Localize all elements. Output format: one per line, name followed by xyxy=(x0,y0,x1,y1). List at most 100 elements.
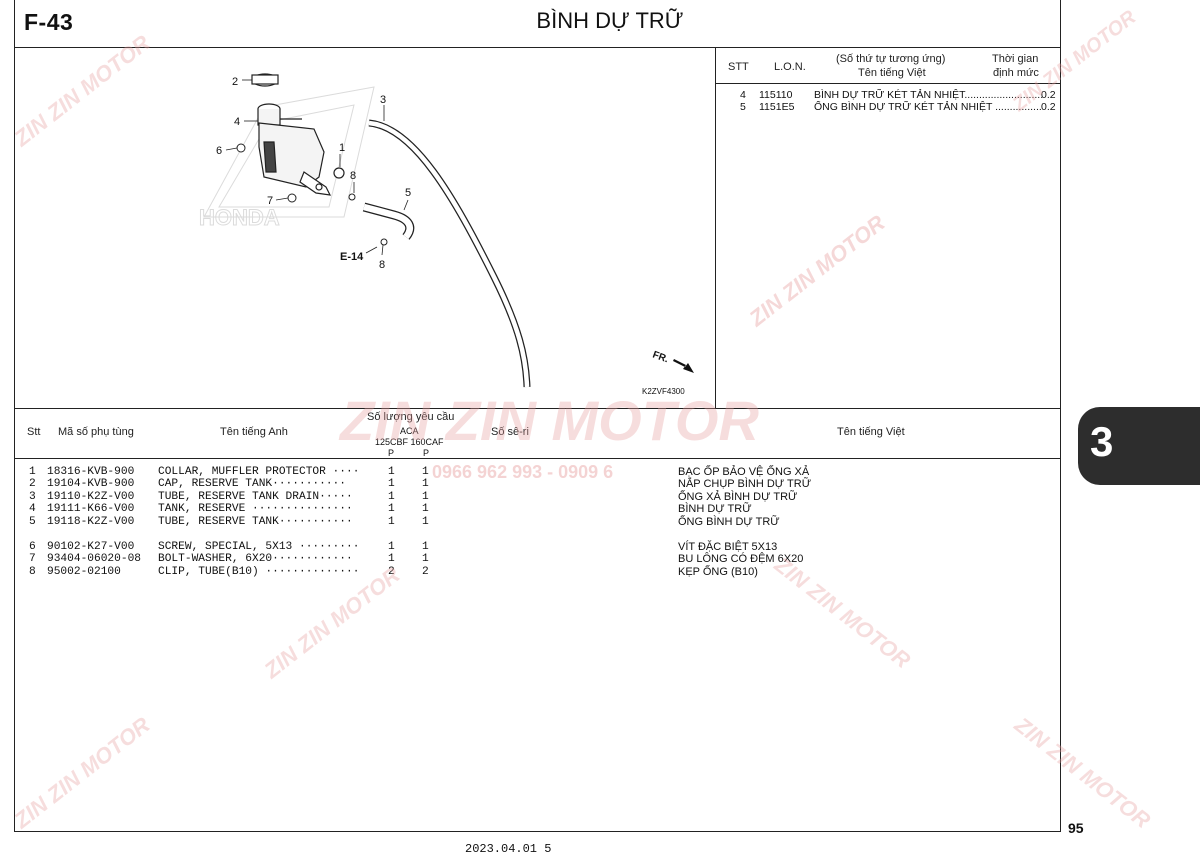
fr-arrow-icon xyxy=(673,359,694,373)
part-row-qty-160caf: 1 xyxy=(422,503,429,516)
parts-header-name-vi: Tên tiếng Việt xyxy=(837,426,905,438)
info-row-time: 0.2 xyxy=(1041,89,1056,101)
part-row-number: 18316-KVB-900 xyxy=(47,466,135,478)
part-row-qty-125cbf: 1 xyxy=(388,515,395,528)
part-row-name-vi: VÍT ĐẶC BIỆT 5X13 xyxy=(678,541,778,553)
page-code: F-43 xyxy=(24,9,74,35)
parts-header-part-no: Mã số phụ tùng xyxy=(58,426,134,438)
part-row-qty-125cbf: 1 xyxy=(388,466,395,478)
parts-header-p2: P xyxy=(423,448,430,458)
callout-8b: 8 xyxy=(379,259,385,271)
parts-header-models: 125CBF 160CAF xyxy=(375,437,444,447)
reserve-tank-drawing xyxy=(251,73,332,196)
info-header-stt: STT xyxy=(728,61,749,73)
part-row-name-en: CLIP, TUBE(B10) ·············· xyxy=(158,565,358,578)
info-row-desc: ỐNG BÌNH DỰ TRỮ KÉT TẢN NHIỆT ..........… xyxy=(814,101,1042,113)
part-row-qty-125cbf: 1 xyxy=(388,541,395,553)
screw-6 xyxy=(236,143,246,153)
part-row-qty-125cbf: 1 xyxy=(388,490,395,503)
part-row-qty-125cbf: 1 xyxy=(388,503,395,516)
part-row-name-vi: ỐNG BÌNH DỰ TRỮ xyxy=(678,515,780,528)
diagram-divider xyxy=(715,47,716,408)
callout-8: 8 xyxy=(350,170,356,182)
part-row-qty-125cbf: 1 xyxy=(388,478,395,491)
callout-1: 1 xyxy=(339,142,345,154)
footer-date: 2023.04.01 5 xyxy=(465,842,552,856)
part-row-number: 19110-K2Z-V00 xyxy=(47,490,135,503)
info-header-time2: định mức xyxy=(993,67,1039,79)
info-row-desc: BÌNH DỰ TRỮ KÉT TẢN NHIỆT...............… xyxy=(814,89,1042,101)
page-frame xyxy=(14,0,1061,832)
part-row-qty-160caf: 1 xyxy=(422,553,429,566)
info-header-lon: L.O.N. xyxy=(774,61,806,73)
info-row-lon: 115110 xyxy=(759,89,793,101)
clip-8b xyxy=(380,238,388,246)
callout-6: 6 xyxy=(216,145,222,157)
collar-1 xyxy=(333,167,345,179)
callout-4: 4 xyxy=(234,116,240,128)
part-row-name-en: TANK, RESERVE ··············· xyxy=(158,503,353,516)
info-header-divider xyxy=(716,83,1061,84)
part-row-qty-160caf: 2 xyxy=(422,565,429,578)
part-row-name-en: BOLT-WASHER, 6X20············ xyxy=(158,553,353,566)
bolt-7 xyxy=(287,193,297,203)
parts-table-top xyxy=(14,408,1061,409)
part-row-qty-160caf: 1 xyxy=(422,541,429,553)
info-row-lon: 1151E5 xyxy=(759,101,795,113)
part-row-name-vi: BÌNH DỰ TRỮ xyxy=(678,503,752,516)
callout-2: 2 xyxy=(232,76,238,88)
section-tab[interactable]: 3 xyxy=(1078,407,1200,485)
drawing-code: K2ZVF4300 xyxy=(642,387,685,396)
part-row-name-en: SCREW, SPECIAL, 5X13 ········· xyxy=(158,541,358,553)
page-title: BÌNH DỰ TRỮ xyxy=(536,8,684,33)
header-divider xyxy=(14,47,1061,48)
parts-header-stt: Stt xyxy=(27,426,41,438)
part-row-name-en: TUBE, RESERVE TANK··········· xyxy=(158,515,353,528)
honda-logo-watermark: HONDA xyxy=(199,86,375,231)
part-row-number: 19118-K2Z-V00 xyxy=(47,515,135,528)
part-row-name-vi: BẠC ỐP BẢO VỆ ỐNG XẢ xyxy=(678,466,810,478)
parts-header-serial: Số sê-ri xyxy=(491,426,529,438)
part-row-name-vi: NẮP CHỤP BÌNH DỰ TRỮ xyxy=(678,478,812,491)
info-header-desc2: Tên tiếng Việt xyxy=(858,67,926,79)
part-row-stt: 3 xyxy=(29,490,36,503)
part-row-stt: 7 xyxy=(29,553,36,566)
part-row-number: 93404-06020-08 xyxy=(47,553,141,566)
part-row-name-vi: KẸP ỐNG (B10) xyxy=(678,565,758,578)
parts-diagram: HONDA 1 2 3 4 5 6 7 8 xyxy=(199,73,694,396)
part-row-number: 95002-02100 xyxy=(47,565,121,578)
callout-5: 5 xyxy=(405,187,411,199)
part-row-name-en: COLLAR, MUFFLER PROTECTOR ···· xyxy=(158,466,358,478)
clip-8 xyxy=(348,193,356,201)
parts-header-aca: ACA xyxy=(400,426,419,436)
part-row-qty-125cbf: 1 xyxy=(388,553,395,566)
info-header-time1: Thời gian xyxy=(992,53,1039,65)
parts-header-qty: Số lượng yêu cầu xyxy=(367,411,455,423)
part-row-qty-160caf: 1 xyxy=(422,515,429,528)
part-row-stt: 4 xyxy=(29,503,36,516)
part-row-name-en: CAP, RESERVE TANK··········· xyxy=(158,478,346,491)
part-row-name-vi: BU LÔNG CÓ ĐỆM 6X20 xyxy=(678,553,804,566)
part-row-qty-160caf: 1 xyxy=(422,478,429,491)
part-row-stt: 5 xyxy=(29,515,36,528)
callout-7: 7 xyxy=(267,195,273,207)
part-row-number: 19104-KVB-900 xyxy=(47,478,135,491)
drain-tube-3 xyxy=(368,119,531,388)
info-row-stt: 4 xyxy=(740,89,746,101)
part-row-number: 19111-K66-V00 xyxy=(47,503,135,516)
page-number: 95 xyxy=(1068,820,1084,836)
ref-label-e14[interactable]: E-14 xyxy=(340,251,364,263)
info-row-time: 0.2 xyxy=(1041,101,1056,113)
part-row-stt: 8 xyxy=(29,565,36,578)
info-row-stt: 5 xyxy=(740,101,746,113)
part-row-stt: 6 xyxy=(29,541,36,553)
part-row-stt: 2 xyxy=(29,478,36,491)
parts-header-divider xyxy=(14,458,1061,459)
part-row-qty-160caf: 1 xyxy=(422,466,429,478)
part-row-name-en: TUBE, RESERVE TANK DRAIN····· xyxy=(158,490,353,503)
fr-label: FR. xyxy=(651,349,670,365)
part-row-qty-160caf: 1 xyxy=(422,490,429,503)
parts-header-name-en: Tên tiếng Anh xyxy=(220,426,288,438)
info-header-desc1: (Số thứ tự tương ứng) xyxy=(836,53,946,65)
part-row-stt: 1 xyxy=(29,466,36,478)
